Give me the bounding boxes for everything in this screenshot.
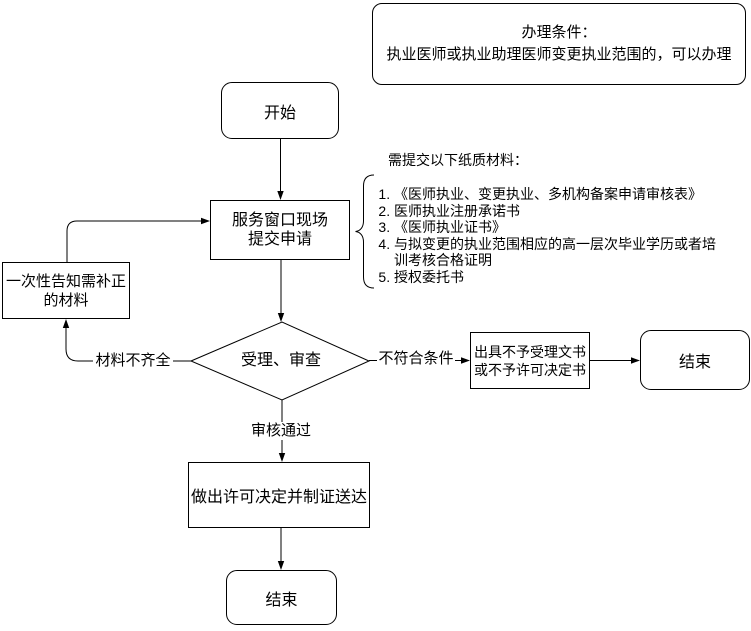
reject-line-2: 或不予许可决定书 bbox=[474, 361, 586, 378]
notify-line-1: 一次性告知需补正 bbox=[5, 272, 126, 290]
edge-label-incomplete-materials: 材料不齐全 bbox=[93, 352, 173, 370]
notify-supplement-node: 一次性告知需补正 的材料 bbox=[2, 262, 130, 319]
materials-item: 《医师执业证书》 bbox=[394, 219, 720, 236]
submit-application-node: 服务窗口现场 提交申请 bbox=[210, 200, 350, 260]
edge-label-approved: 审核通过 bbox=[250, 422, 312, 440]
note-title: 办理条件： bbox=[521, 24, 597, 41]
submit-line-2: 提交申请 bbox=[247, 231, 312, 248]
notify-line-2: 的材料 bbox=[43, 291, 89, 309]
start-label: 开始 bbox=[263, 104, 296, 122]
review-decision-label: 受理、审查 bbox=[240, 352, 321, 369]
materials-list: 《医师执业、变更执业、多机构备案申请审核表》 医师执业注册承诺书 《医师执业证书… bbox=[372, 186, 720, 285]
reject-line-1: 出具不予受理文书 bbox=[474, 343, 586, 360]
end-node-bottom: 结束 bbox=[226, 570, 337, 625]
edge-label-not-qualified: 不符合条件 bbox=[377, 350, 455, 368]
decision-label: 做出许可决定并制证送达 bbox=[190, 489, 367, 506]
materials-item: 《医师执业、变更执业、多机构备案申请审核表》 bbox=[394, 186, 720, 203]
start-node: 开始 bbox=[221, 82, 339, 139]
materials-item: 授权委托书 bbox=[394, 269, 720, 286]
end-bottom-label: 结束 bbox=[265, 591, 298, 609]
materials-header: 需提交以下纸质材料： bbox=[388, 152, 528, 168]
issue-license-node: 做出许可决定并制证送达 bbox=[188, 462, 370, 528]
edge-review-to-notify bbox=[62, 319, 191, 361]
reject-document-node: 出具不予受理文书 或不予许可决定书 bbox=[470, 332, 590, 389]
materials-item: 医师执业注册承诺书 bbox=[394, 203, 720, 220]
note-body: 执业医师或执业助理医师变更执业范围的，可以办理 bbox=[386, 46, 732, 63]
materials-item: 与拟变更的执业范围相应的高一层次毕业学历或者培训考核合格证明 bbox=[394, 236, 720, 269]
note-box: 办理条件： 执业医师或执业助理医师变更执业范围的，可以办理 bbox=[372, 3, 746, 85]
materials-brace-icon bbox=[356, 175, 375, 288]
review-diamond-shape bbox=[191, 322, 369, 400]
submit-line-1: 服务窗口现场 bbox=[231, 212, 328, 229]
end-node-right: 结束 bbox=[640, 330, 750, 390]
end-right-label: 结束 bbox=[678, 354, 711, 371]
edge-notify-to-submit bbox=[67, 217, 210, 262]
